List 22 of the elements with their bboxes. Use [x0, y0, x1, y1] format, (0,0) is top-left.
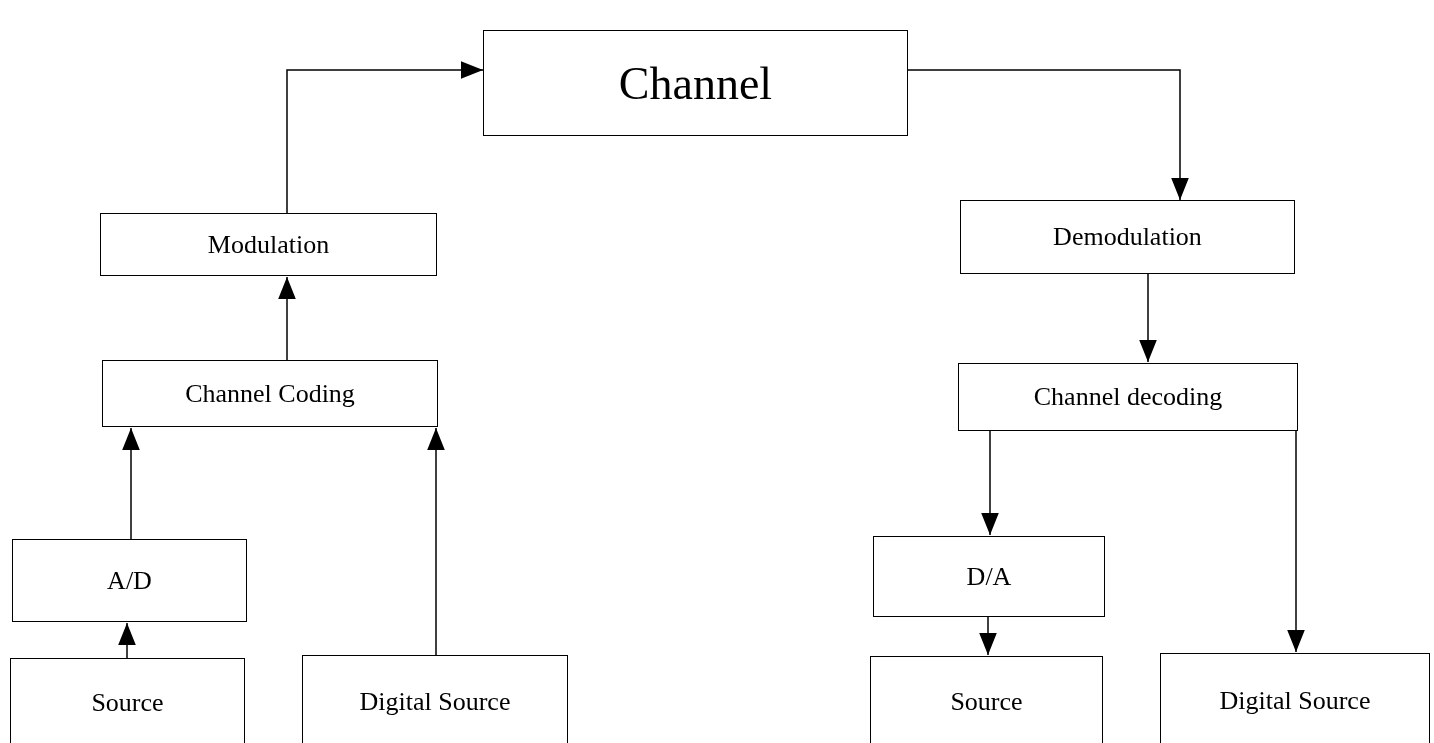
box-label: Source	[91, 688, 164, 718]
box-label: Channel decoding	[1033, 382, 1223, 412]
process-box	[960, 200, 1295, 274]
process-box	[12, 539, 247, 622]
process-box	[873, 536, 1105, 617]
process-box	[102, 360, 438, 427]
process-box	[958, 363, 1298, 431]
process-box	[10, 658, 245, 743]
box-label: Modulation	[207, 229, 330, 260]
box-label: Channel Coding	[185, 378, 355, 409]
process-box	[302, 655, 568, 743]
box-label: Demodulation	[1053, 222, 1202, 252]
box-label: D/A	[966, 561, 1012, 592]
box-label: Digital Source	[359, 686, 511, 717]
box-label: Digital Source	[1219, 685, 1371, 716]
process-box	[870, 656, 1103, 743]
process-box	[100, 213, 437, 276]
box-label: A/D	[107, 565, 152, 596]
process-box	[1160, 653, 1430, 743]
process-box	[483, 30, 908, 136]
box-label: Source	[950, 687, 1023, 717]
box-label: Channel	[618, 56, 773, 110]
